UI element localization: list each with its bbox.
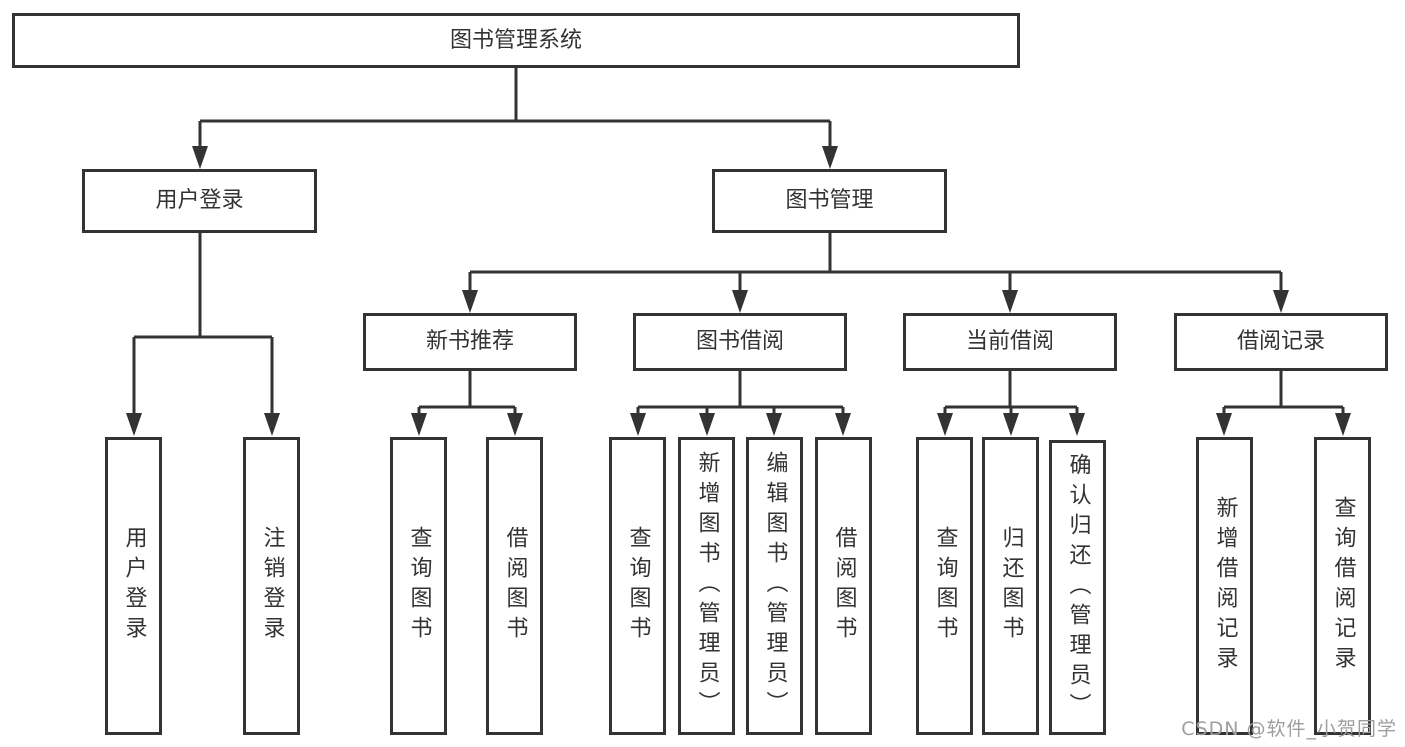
node-label: 新书推荐 bbox=[425, 329, 514, 354]
leaf-return-books: 归还图书 bbox=[982, 437, 1039, 735]
node-label: 借阅记录 bbox=[1236, 329, 1325, 354]
leaf-edit-books-admin: 编辑图书（管理员） bbox=[746, 437, 803, 735]
leaf-label: 归还图书 bbox=[998, 526, 1024, 646]
leaf-label: 用户登录 bbox=[121, 526, 147, 646]
node-current-borrow: 当前借阅 bbox=[903, 313, 1117, 371]
leaf-label: 新增借阅记录 bbox=[1212, 496, 1238, 676]
node-label: 图书管理 bbox=[785, 188, 874, 213]
node-book-borrow: 图书借阅 bbox=[633, 313, 847, 371]
node-label: 当前借阅 bbox=[965, 329, 1054, 354]
leaf-confirm-return-admin: 确认归还（管理员） bbox=[1049, 440, 1106, 735]
leaf-label: 新增图书（管理员） bbox=[694, 451, 720, 721]
node-label: 图书借阅 bbox=[695, 329, 784, 354]
leaf-query-books-recommend: 查询图书 bbox=[390, 437, 447, 735]
leaf-add-borrow-record: 新增借阅记录 bbox=[1196, 437, 1253, 735]
leaf-logout: 注销登录 bbox=[243, 437, 300, 735]
node-root-library-system: 图书管理系统 bbox=[12, 13, 1020, 68]
node-user-login-branch: 用户登录 bbox=[82, 169, 317, 233]
leaf-query-books-current: 查询图书 bbox=[916, 437, 973, 735]
node-new-book-recommend: 新书推荐 bbox=[363, 313, 577, 371]
leaf-label: 确认归还（管理员） bbox=[1065, 452, 1091, 723]
leaf-user-login: 用户登录 bbox=[105, 437, 162, 735]
leaf-add-books-admin: 新增图书（管理员） bbox=[678, 437, 735, 735]
leaf-label: 查询图书 bbox=[625, 526, 651, 646]
leaf-borrow-books-recommend: 借阅图书 bbox=[486, 437, 543, 735]
leaf-query-books-borrow: 查询图书 bbox=[609, 437, 666, 735]
leaf-label: 查询图书 bbox=[932, 526, 958, 646]
node-label: 用户登录 bbox=[155, 188, 244, 213]
watermark-text: CSDN @软件_小贺同学 bbox=[1181, 718, 1397, 740]
leaf-label: 注销登录 bbox=[259, 526, 285, 646]
leaf-label: 查询图书 bbox=[406, 526, 432, 646]
connector-paths bbox=[132, 66, 1345, 417]
leaf-label: 借阅图书 bbox=[831, 526, 857, 646]
leaf-label: 编辑图书（管理员） bbox=[762, 451, 788, 721]
arrowheads bbox=[126, 146, 1351, 436]
node-book-management-branch: 图书管理 bbox=[712, 169, 947, 233]
leaf-query-borrow-record: 查询借阅记录 bbox=[1314, 437, 1371, 735]
node-borrow-records: 借阅记录 bbox=[1174, 313, 1388, 371]
leaf-borrow-books: 借阅图书 bbox=[815, 437, 872, 735]
leaf-label: 查询借阅记录 bbox=[1330, 496, 1356, 676]
leaf-label: 借阅图书 bbox=[502, 526, 528, 646]
node-label: 图书管理系统 bbox=[449, 27, 582, 53]
